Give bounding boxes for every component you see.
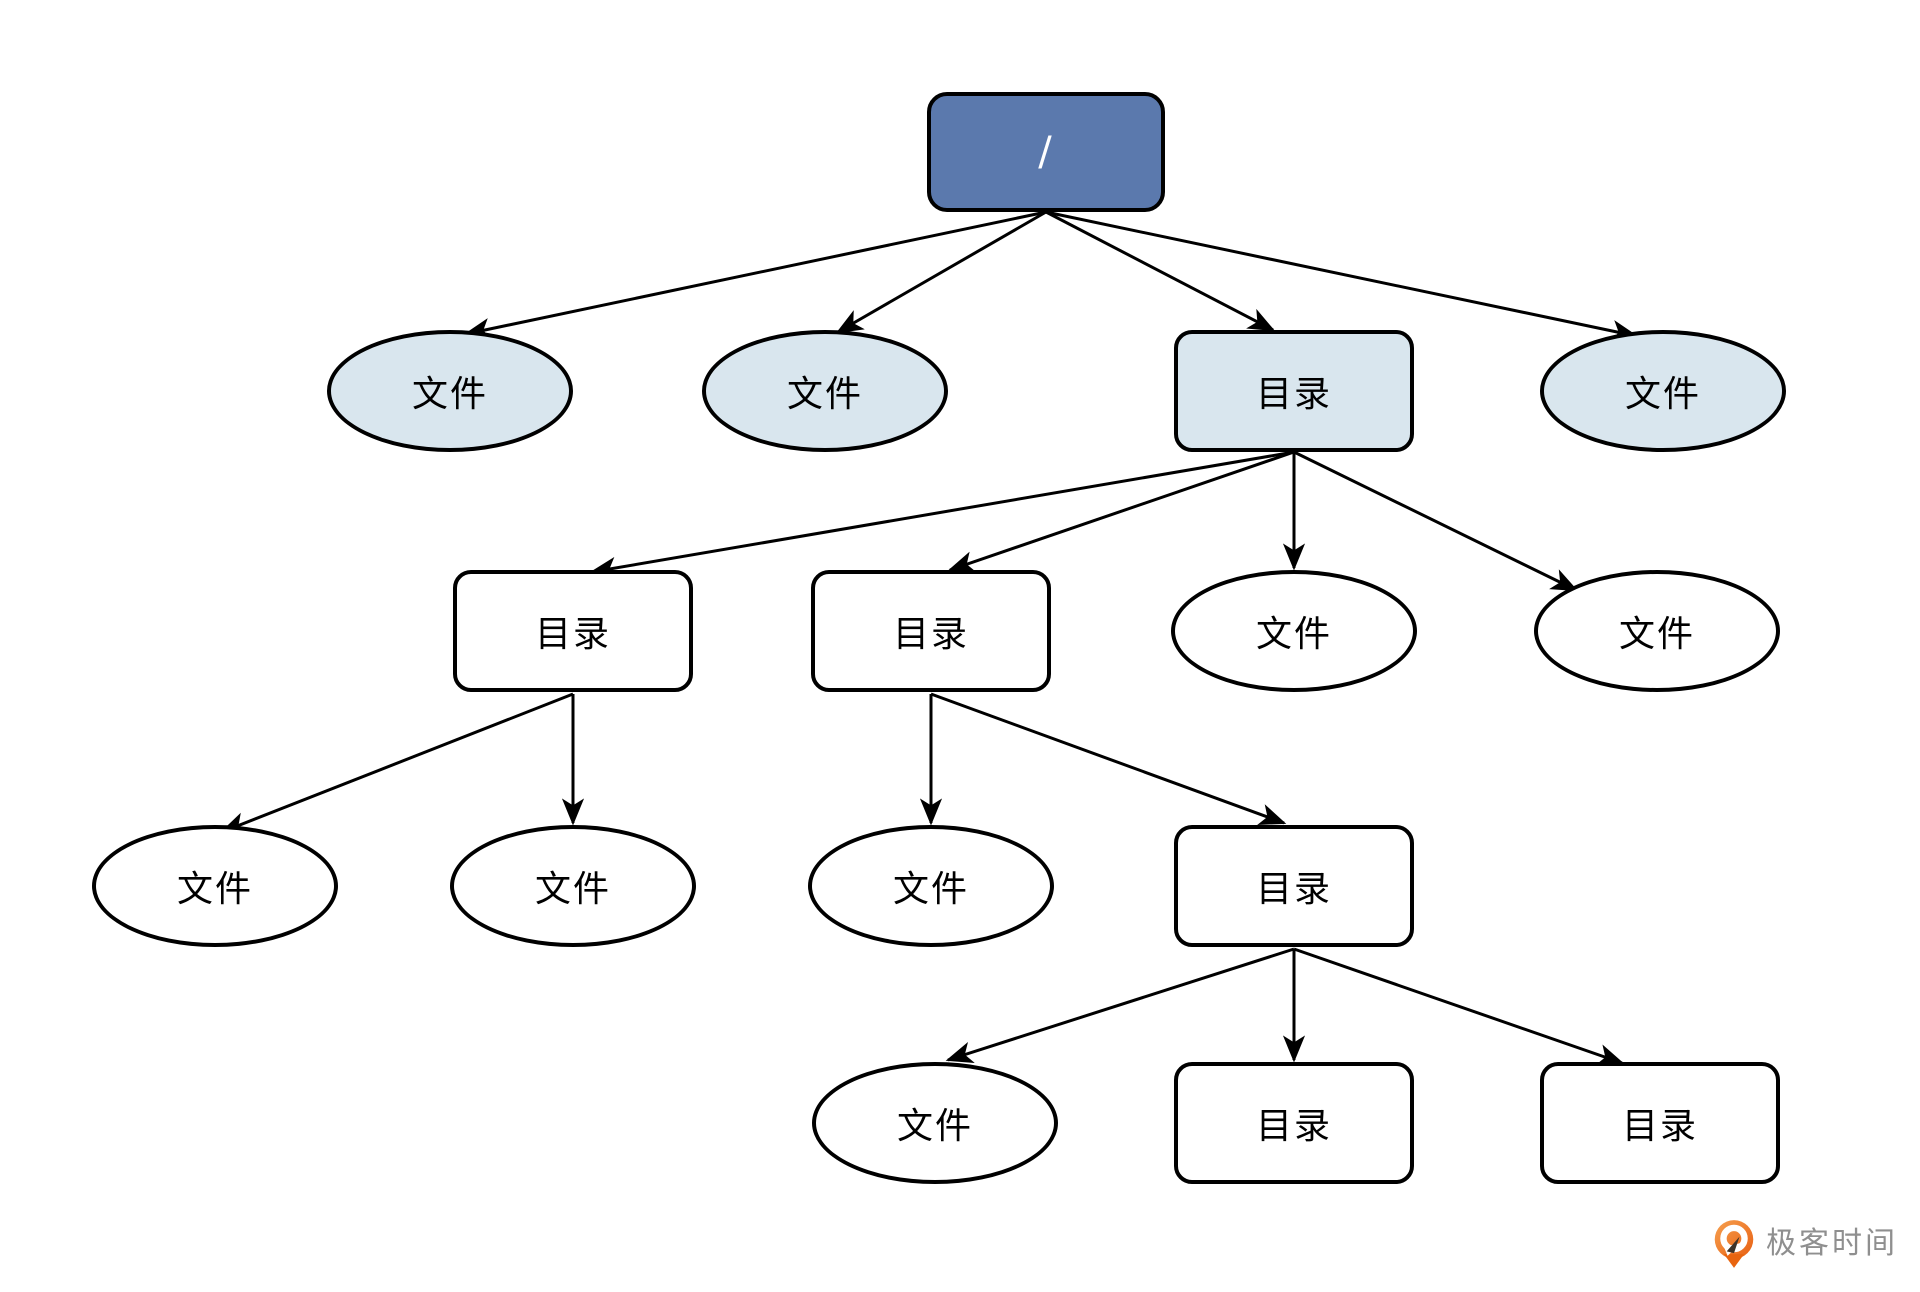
edge-dir4-dir6 bbox=[1293, 947, 1625, 1066]
node-file-8: 文件 bbox=[808, 825, 1054, 947]
node-file-7: 文件 bbox=[450, 825, 696, 947]
node-file-9: 文件 bbox=[812, 1062, 1058, 1184]
edge-dir1-dir3 bbox=[947, 450, 1295, 573]
node-directory-2: 目录 bbox=[453, 570, 693, 692]
node-file-4: 文件 bbox=[1171, 570, 1417, 692]
geektime-logo-icon bbox=[1714, 1220, 1754, 1268]
node-directory-3: 目录 bbox=[811, 570, 1051, 692]
node-directory-4: 目录 bbox=[1174, 825, 1414, 947]
brand-name: 极客时间 bbox=[1766, 1226, 1898, 1261]
edge-dir2-file6 bbox=[219, 692, 574, 834]
edge-dir1-dir2 bbox=[589, 450, 1295, 579]
node-root-directory: / bbox=[927, 92, 1165, 212]
edge-dir4-file9 bbox=[945, 947, 1295, 1064]
edge-dir1-file5 bbox=[1293, 450, 1579, 592]
node-file-1: 文件 bbox=[327, 330, 573, 452]
node-file-5: 文件 bbox=[1534, 570, 1780, 692]
node-file-6: 文件 bbox=[92, 825, 338, 947]
node-directory-5: 目录 bbox=[1174, 1062, 1414, 1184]
edge-dir3-dir4 bbox=[930, 692, 1287, 825]
node-file-3: 文件 bbox=[1540, 330, 1786, 452]
edge-root-dir1 bbox=[1045, 210, 1276, 332]
node-file-2: 文件 bbox=[702, 330, 948, 452]
node-directory-1: 目录 bbox=[1174, 330, 1414, 452]
node-directory-6: 目录 bbox=[1540, 1062, 1780, 1184]
edge-root-file3 bbox=[1045, 210, 1639, 342]
edge-root-file2 bbox=[835, 210, 1047, 334]
edge-root-file1 bbox=[463, 210, 1047, 340]
brand-watermark: 极客时间 bbox=[1712, 1218, 1898, 1270]
